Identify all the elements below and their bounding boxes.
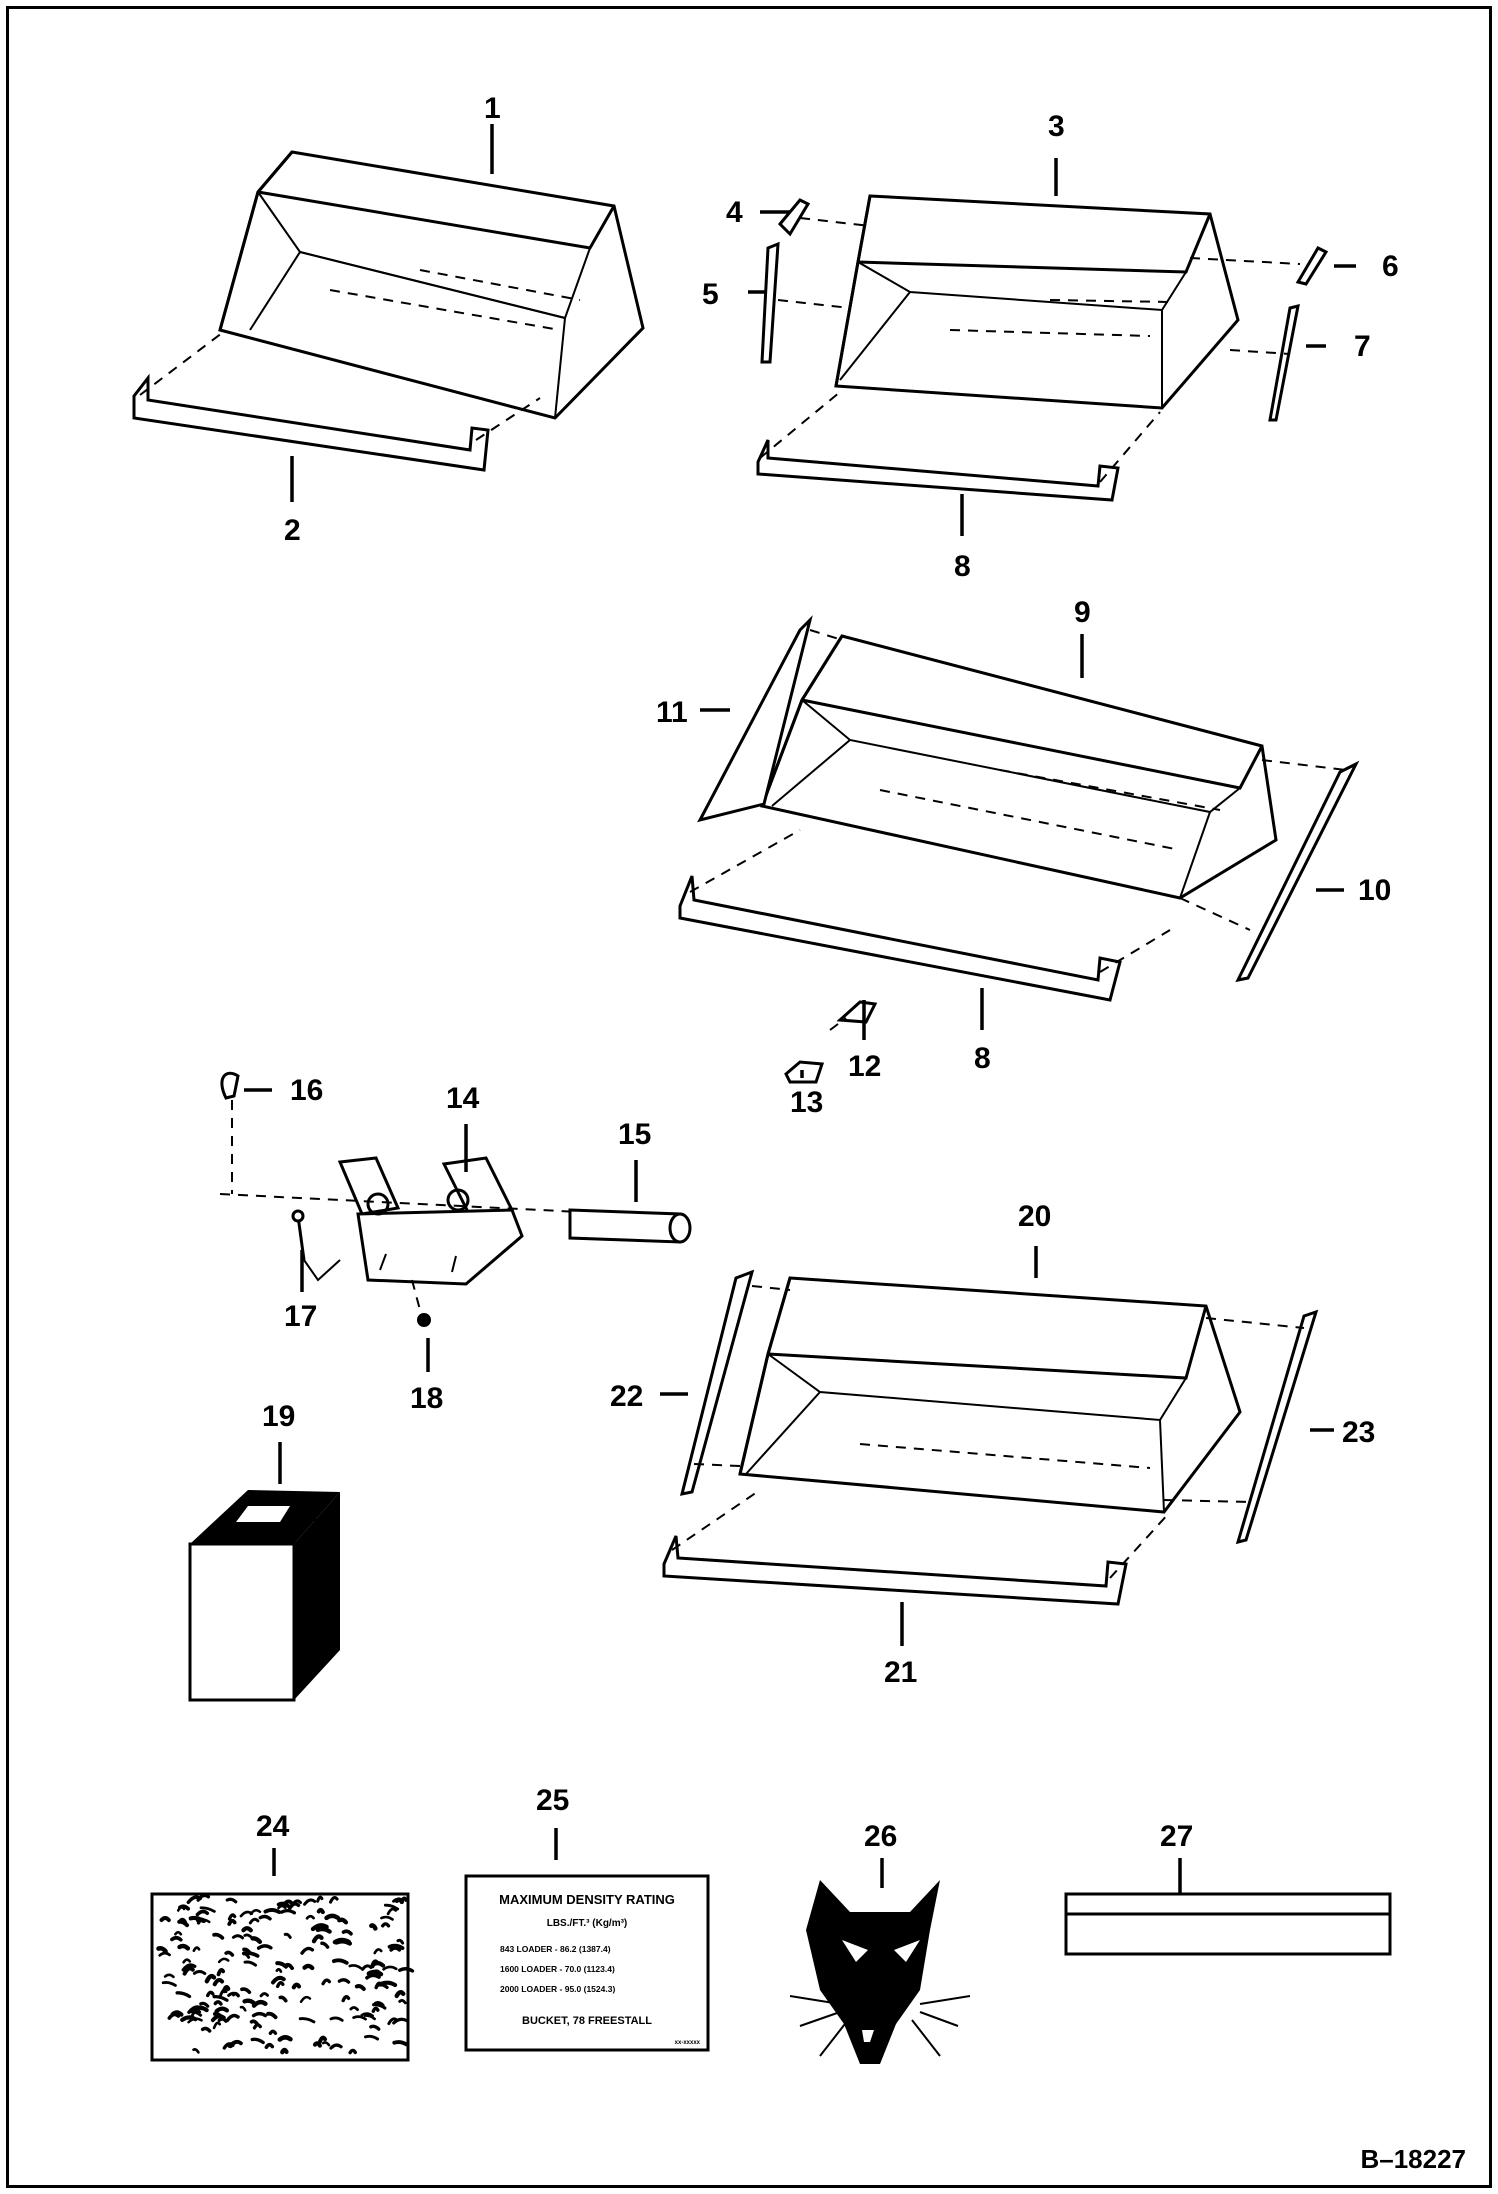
- decal-25-drawing: [464, 1874, 710, 2052]
- callout-12: 12: [848, 1050, 881, 1083]
- side-piece-7-drawing: [1229, 303, 1300, 422]
- bracket-14-drawing: [219, 1156, 581, 1286]
- callout-2: 2: [284, 514, 301, 547]
- bobcat-logo-26-drawing: [789, 1880, 971, 2064]
- callout-27: 27: [1160, 1820, 1193, 1853]
- callout-21: 21: [884, 1656, 917, 1689]
- bucket-1-drawing: [218, 150, 645, 420]
- leader-lines: [244, 124, 1356, 1894]
- clip-16-drawing: [220, 1071, 240, 1194]
- callout-8b: 8: [974, 1042, 991, 1075]
- callout-17: 17: [284, 1300, 317, 1333]
- side-piece-4-drawing: [777, 198, 871, 237]
- callout-numbers: 1 2 3 4 5 6 7 8 9 10 11 8 12 13 14 15 16…: [256, 92, 1399, 1853]
- tooth-12-drawing: [829, 1000, 878, 1031]
- callout-10: 10: [1358, 874, 1391, 907]
- callout-14: 14: [446, 1082, 480, 1115]
- callout-5: 5: [702, 278, 719, 311]
- callout-16: 16: [290, 1074, 323, 1107]
- cutting-edge-21-drawing: [662, 1489, 1171, 1606]
- callout-20: 20: [1018, 1200, 1051, 1233]
- callout-7: 7: [1354, 330, 1371, 363]
- callout-3: 3: [1048, 110, 1065, 143]
- decal-25-row-1: 843 LOADER - 86.2 (1387.4): [500, 1944, 611, 1954]
- bucket-9-drawing: [759, 634, 1278, 900]
- decal-25-units: LBS./FT.³ (Kg/m³): [547, 1918, 628, 1929]
- decal-25-row-2: 1600 LOADER - 70.0 (1123.4): [500, 1964, 615, 1974]
- side-plate-10-drawing: [1179, 759, 1360, 983]
- side-plate-23-drawing: [1163, 1309, 1319, 1545]
- side-plate-11-drawing: [697, 615, 843, 823]
- callout-19: 19: [262, 1400, 295, 1433]
- callout-9: 9: [1074, 596, 1091, 629]
- side-piece-6-drawing: [1189, 246, 1329, 286]
- cutting-edge-8-drawing: [756, 391, 1161, 502]
- drawing-reference-number: B–18227: [1360, 2144, 1466, 2174]
- callout-6: 6: [1382, 250, 1399, 283]
- bolt-17-drawing: [291, 1209, 341, 1282]
- callout-15: 15: [618, 1118, 651, 1151]
- diagram-border: [6, 6, 1492, 2188]
- cutting-edge-2-drawing: [132, 332, 541, 472]
- tooth-13-drawing: [784, 1060, 825, 1084]
- kit-box-19-drawing: [188, 1490, 340, 1702]
- decal-25-code: xx-xxxxx: [675, 2040, 701, 2046]
- side-piece-5-drawing: [760, 241, 851, 364]
- callout-25: 25: [536, 1784, 569, 1817]
- decal-25-text: MAXIMUM DENSITY RATING LBS./FT.³ (Kg/m³)…: [499, 1892, 701, 2046]
- callout-18: 18: [410, 1382, 443, 1415]
- side-plate-22-drawing: [679, 1269, 791, 1496]
- callout-22: 22: [610, 1380, 643, 1413]
- callout-4: 4: [726, 196, 743, 229]
- decal-25-footer: BUCKET, 78 FREESTALL: [522, 2015, 652, 2027]
- callout-11: 11: [656, 696, 688, 729]
- cutting-edge-8b-drawing: [678, 829, 1171, 1002]
- pin-15-drawing: [568, 1208, 692, 1244]
- callout-24: 24: [256, 1810, 290, 1843]
- callout-8: 8: [954, 550, 971, 583]
- decal-25-title: MAXIMUM DENSITY RATING: [499, 1892, 675, 1907]
- decal-25-row-3: 2000 LOADER - 95.0 (1524.3): [500, 1984, 615, 1994]
- callout-23: 23: [1342, 1416, 1375, 1449]
- callout-13: 13: [790, 1086, 823, 1119]
- nut-18-drawing: [411, 1279, 431, 1327]
- decal-24-drawing: [150, 1892, 415, 2062]
- bucket-20-drawing: [738, 1276, 1242, 1514]
- callout-1: 1: [484, 92, 501, 125]
- callout-26: 26: [864, 1820, 897, 1853]
- bucket-3-drawing: [834, 194, 1240, 410]
- decal-27-drawing: [1064, 1892, 1392, 1956]
